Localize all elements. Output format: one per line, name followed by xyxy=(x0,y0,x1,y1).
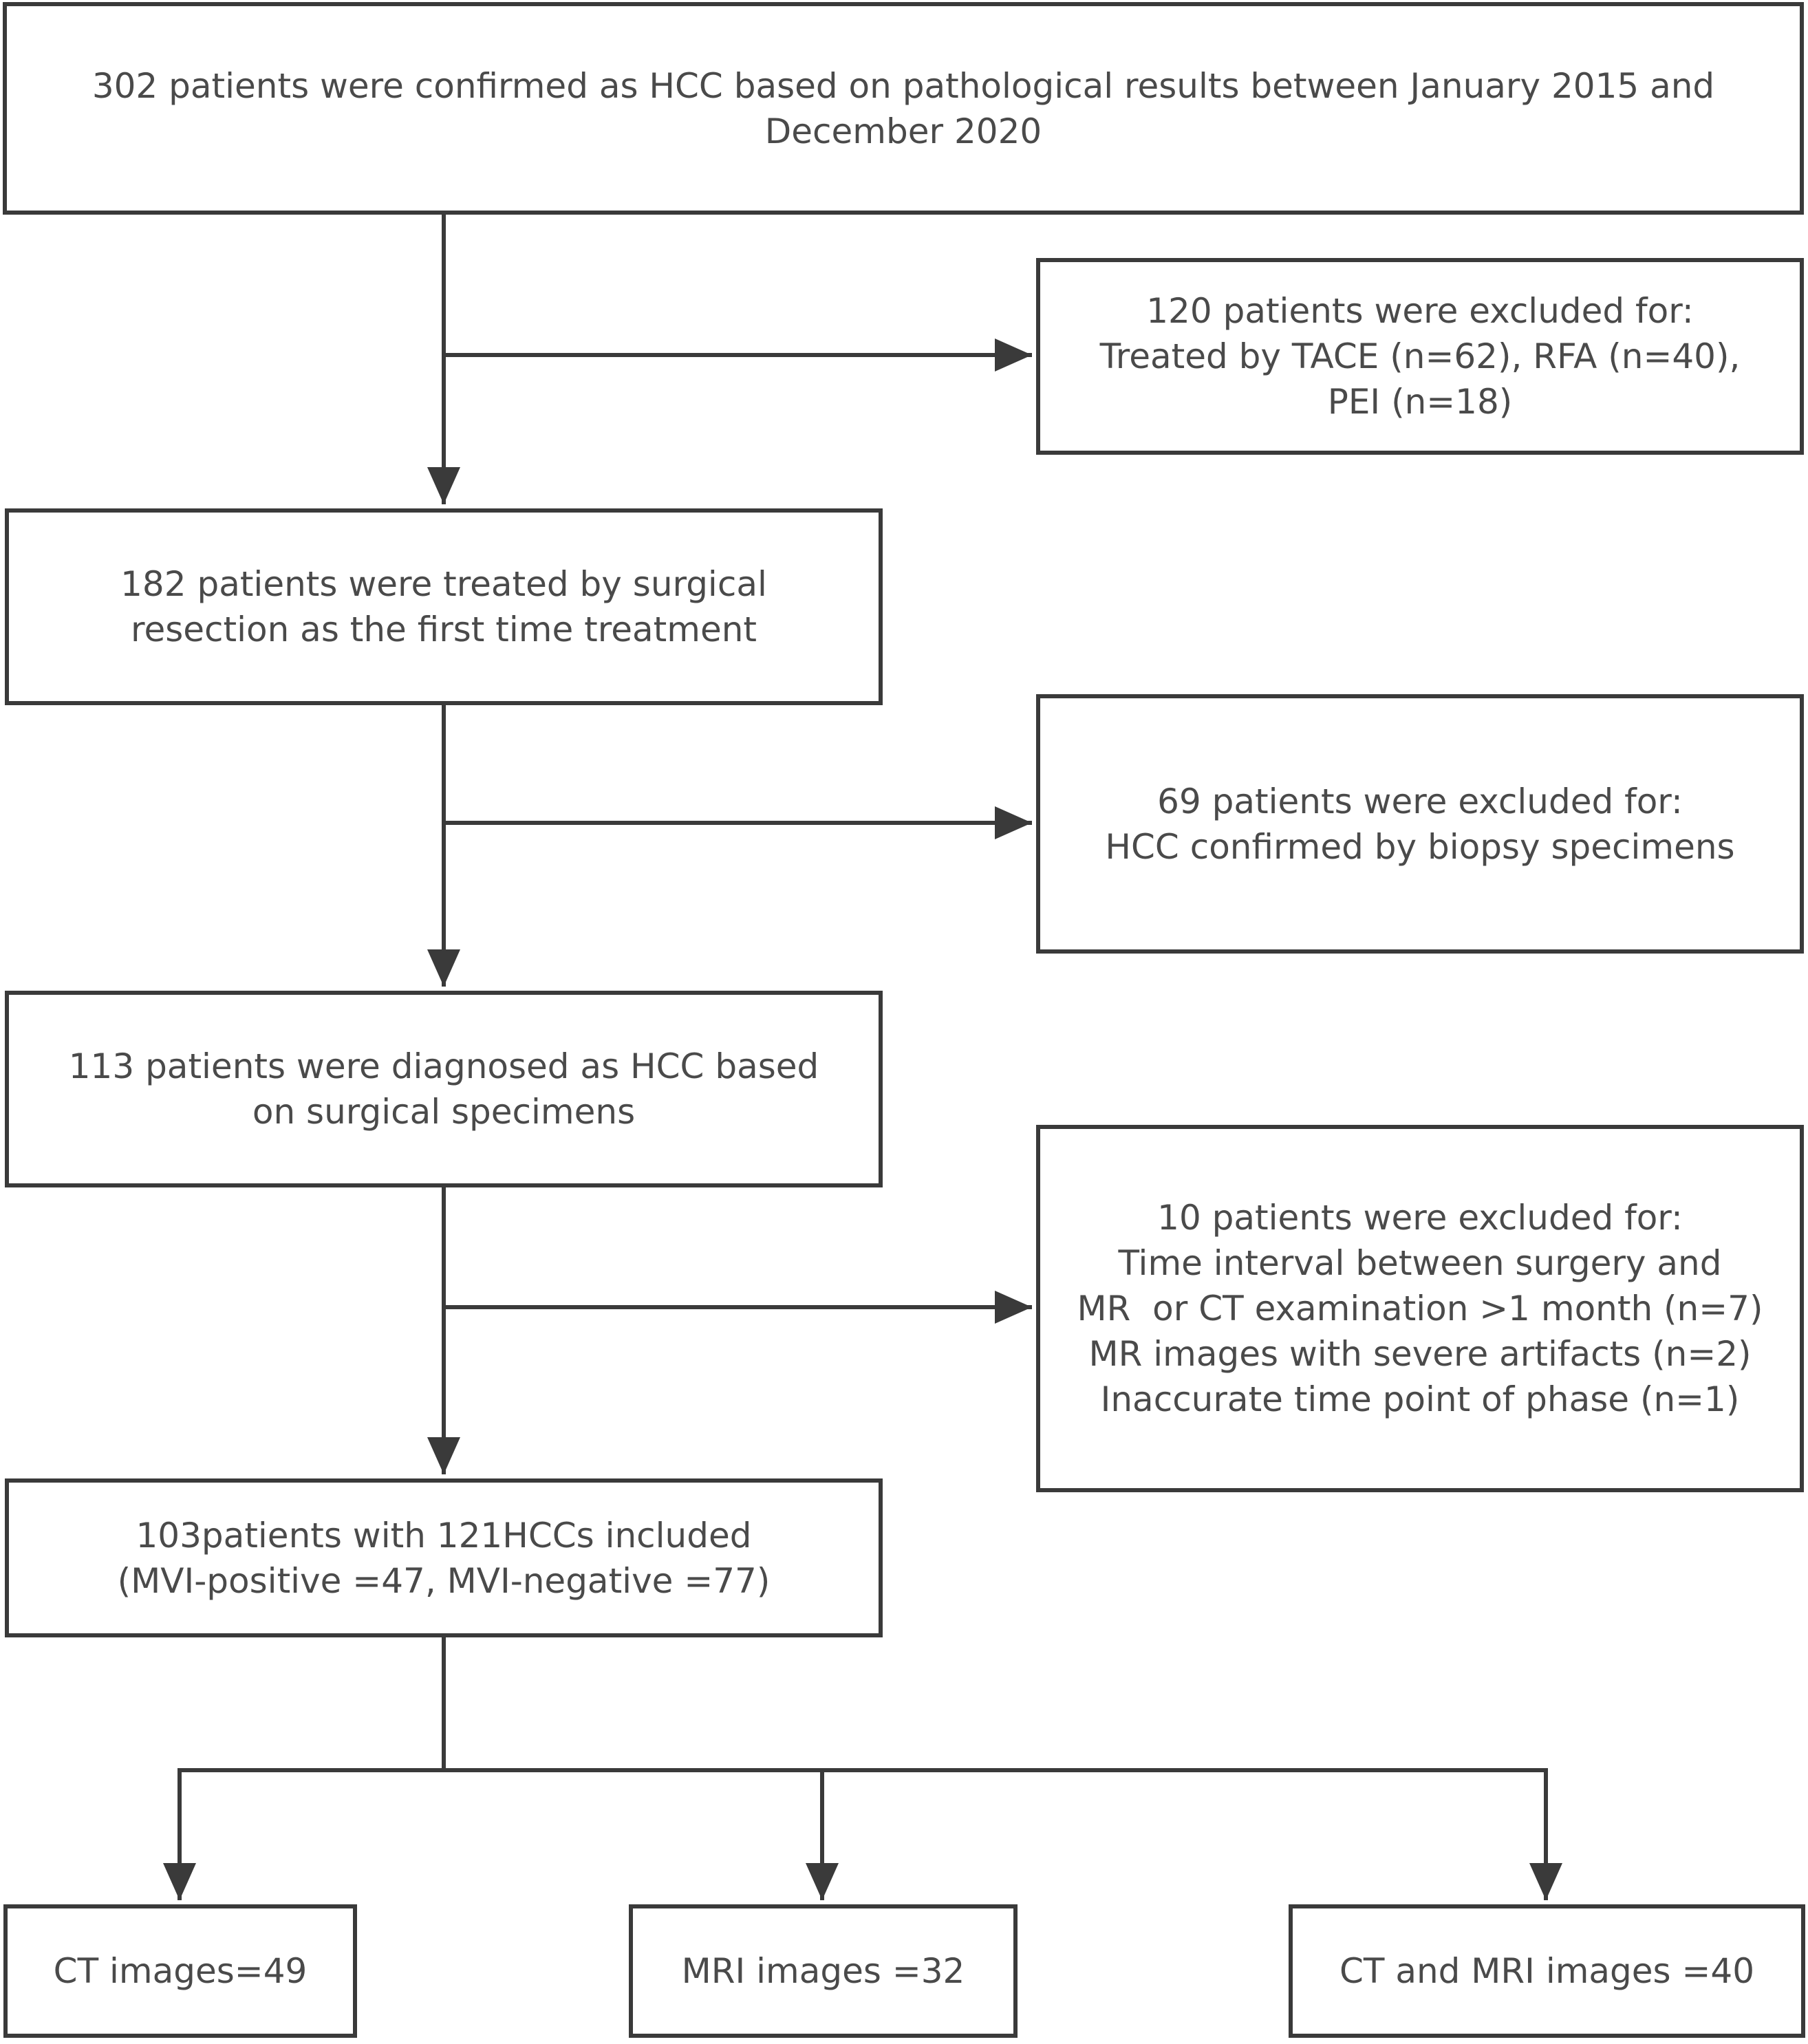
box-text-line: HCC confirmed by biopsy specimens xyxy=(1105,826,1735,867)
box-text-line: Treated by TACE (n=62), RFA (n=40), xyxy=(1099,336,1741,376)
box-text-line: (MVI-positive =47, MVI-negative =77) xyxy=(117,1560,771,1601)
box-text-line: PEI (n=18) xyxy=(1327,382,1513,422)
box-text-line: MR or CT examination >1 month (n=7) xyxy=(1077,1289,1763,1328)
box-ct-images: CT images=49 xyxy=(3,1904,357,2038)
box-text-line: 69 patients were excluded for: xyxy=(1157,781,1683,821)
box-text-line: resection as the first time treatment xyxy=(130,610,757,649)
box-surgical-specimens: 113 patients were diagnosed as HCC based… xyxy=(5,991,883,1187)
box-text-line: 103patients with 121HCCs included xyxy=(136,1515,752,1556)
box-included-patients: 103patients with 121HCCs included(MVI-po… xyxy=(5,1478,883,1637)
box-text-line: on surgical specimens xyxy=(252,1092,636,1132)
box-text-line: 10 patients were excluded for: xyxy=(1157,1198,1683,1238)
box-exclusion-biopsy: 69 patients were excluded for: HCC confir… xyxy=(1036,694,1804,954)
box-ct-and-mri-images: CT and MRI images =40 xyxy=(1289,1904,1805,2038)
box-text-line: Inaccurate time point of phase (n=1) xyxy=(1100,1379,1740,1419)
box-text-line: CT and MRI images =40 xyxy=(1339,1951,1755,1991)
box-surgical-resection: 182 patients were treated by surgical res… xyxy=(5,508,883,705)
box-text-line: MRI images =32 xyxy=(681,1951,965,1991)
box-text-line: Time interval between surgery and xyxy=(1118,1243,1722,1283)
box-text-line: CT images=49 xyxy=(53,1951,308,1991)
box-text-line: MR images with severe artifacts (n=2) xyxy=(1088,1334,1752,1374)
box-exclusion-non-surgical: 120 patients were excluded for: Treated b… xyxy=(1036,258,1804,455)
box-text-line: 302 patients were confirmed as HCC based… xyxy=(92,65,1715,106)
box-text-line: 182 patients were treated by surgical xyxy=(120,564,767,604)
box-text-line: December 2020 xyxy=(764,111,1042,151)
box-study-population: 302 patients were confirmed as HCC based… xyxy=(3,2,1804,215)
box-mri-images: MRI images =32 xyxy=(629,1904,1018,2038)
box-text-line: 120 patients were excluded for: xyxy=(1146,291,1694,331)
box-exclusion-imaging: 10 patients were excluded for: Time inter… xyxy=(1036,1125,1804,1492)
box-text-line: 113 patients were diagnosed as HCC based xyxy=(68,1046,819,1086)
